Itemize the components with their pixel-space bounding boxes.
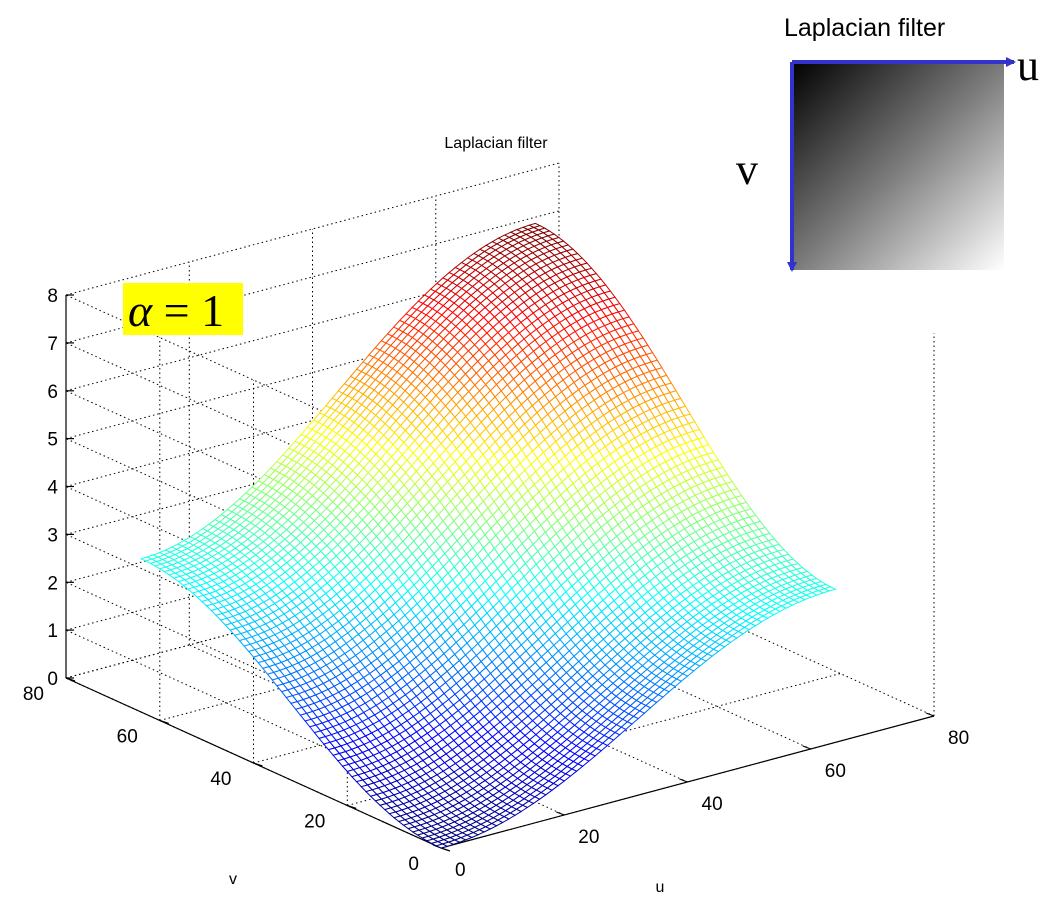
surface-mesh (139, 222, 837, 849)
axis-frame (65, 294, 935, 852)
z-tick-label: 7 (47, 334, 58, 355)
u-tick-label: 60 (825, 761, 846, 782)
plot-title: Laplacian filter (444, 135, 548, 152)
inset-u-label: u (1017, 41, 1039, 90)
u-tick-label: 40 (702, 794, 723, 815)
u-axis-label: u (656, 879, 665, 896)
surface-cell (434, 843, 449, 849)
u-tick-mark (556, 811, 565, 816)
v-tick-label: 40 (210, 769, 231, 790)
z-tick-label: 2 (47, 573, 58, 594)
z-tick-label: 0 (47, 669, 58, 690)
v-tick-mark (65, 677, 76, 682)
z-tick-label: 3 (47, 525, 58, 546)
v-tick-mark (440, 847, 451, 852)
v-tick-mark (253, 762, 263, 767)
v-tick-label: 20 (304, 812, 325, 833)
inset-gradient-image (792, 62, 1004, 270)
inset-title: Laplacian filter (784, 14, 945, 42)
z-tick-label: 4 (47, 478, 58, 499)
alpha-annotation-background (123, 283, 243, 335)
z-tick-label: 6 (47, 382, 58, 403)
z-tick-label: 1 (47, 621, 58, 642)
u-tick-mark (925, 712, 935, 717)
v-axis-label: v (229, 871, 237, 888)
u-tick-label: 20 (578, 827, 599, 848)
v-tick-mark (347, 804, 357, 810)
u-tick-label: 80 (948, 728, 969, 749)
z-tick-label: 8 (47, 286, 58, 307)
v-tick-mark (159, 719, 169, 725)
inset-v-label: v (736, 145, 758, 194)
alpha-annotation: α = 1 (123, 283, 243, 336)
u-tick-label: 0 (455, 860, 466, 881)
v-tick-label: 60 (117, 727, 138, 748)
u-tick-mark (802, 745, 812, 750)
inset-filter-image: Laplacian filter u v (736, 14, 1039, 272)
alpha-annotation-text: α = 1 (128, 285, 224, 336)
z-tick-label: 5 (47, 430, 58, 451)
v-tick-label: 80 (23, 684, 44, 705)
v-tick-label: 0 (408, 854, 419, 875)
u-tick-mark (679, 778, 688, 783)
